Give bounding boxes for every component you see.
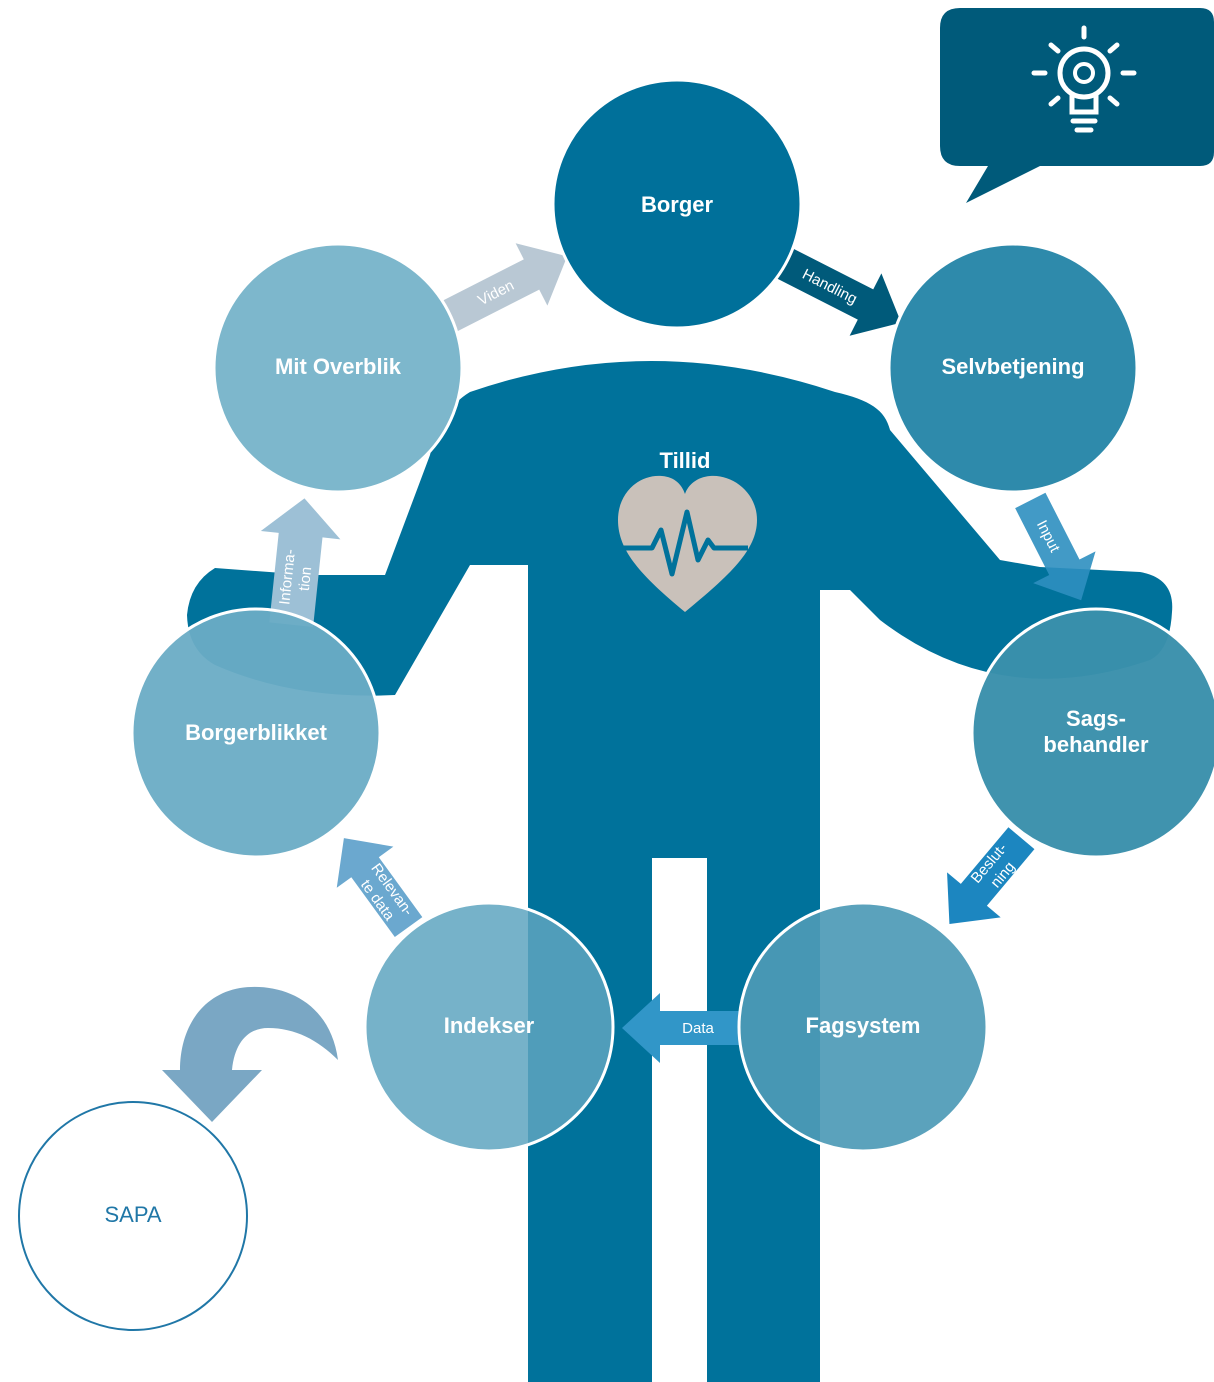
node-mit-overblik: Mit Overblik (212, 242, 464, 494)
node-fagsystem: Fagsystem (737, 901, 989, 1153)
node-sapa: SAPA (18, 1101, 248, 1331)
node-label-selvbetjening: Selvbetjening (941, 354, 1084, 379)
heart-pulse-icon (618, 475, 757, 612)
figure-torso (187, 361, 1173, 1382)
idea-speech-bubble (940, 8, 1214, 203)
node-label-sapa: SAPA (104, 1202, 161, 1227)
node-sagsbehandler: Sags- behandler (970, 607, 1214, 859)
node-indekser: Indekser (363, 901, 615, 1153)
arrow-label-information-1: Informa- (276, 548, 299, 605)
arrow-information: Informa- tion (260, 498, 341, 627)
arrow-input: Input (1015, 492, 1096, 601)
node-selvbetjening: Selvbetjening (887, 242, 1139, 494)
node-label-sagsbehandler-2: behandler (1043, 732, 1149, 757)
node-label-borger: Borger (641, 192, 714, 217)
arrow-viden: Viden (440, 243, 568, 333)
node-label-fagsystem: Fagsystem (806, 1013, 921, 1038)
center-label: Tillid (660, 448, 711, 473)
node-borger: Borger (551, 78, 803, 330)
lightbulb-gear-icon (1031, 25, 1137, 133)
node-label-mit-overblik: Mit Overblik (275, 354, 402, 379)
node-label-sagsbehandler-1: Sags- (1066, 706, 1126, 731)
node-label-borgerblikket: Borgerblikket (185, 720, 327, 745)
node-borgerblikket: Borgerblikket (130, 607, 382, 859)
human-figure (187, 361, 1173, 1382)
node-label-indekser: Indekser (444, 1013, 535, 1038)
arrow-label-data: Data (682, 1020, 714, 1037)
arrow-data: Data (622, 993, 740, 1063)
arrow-label-information-2: tion (296, 566, 315, 592)
curved-arrow-sapa (162, 986, 338, 1122)
